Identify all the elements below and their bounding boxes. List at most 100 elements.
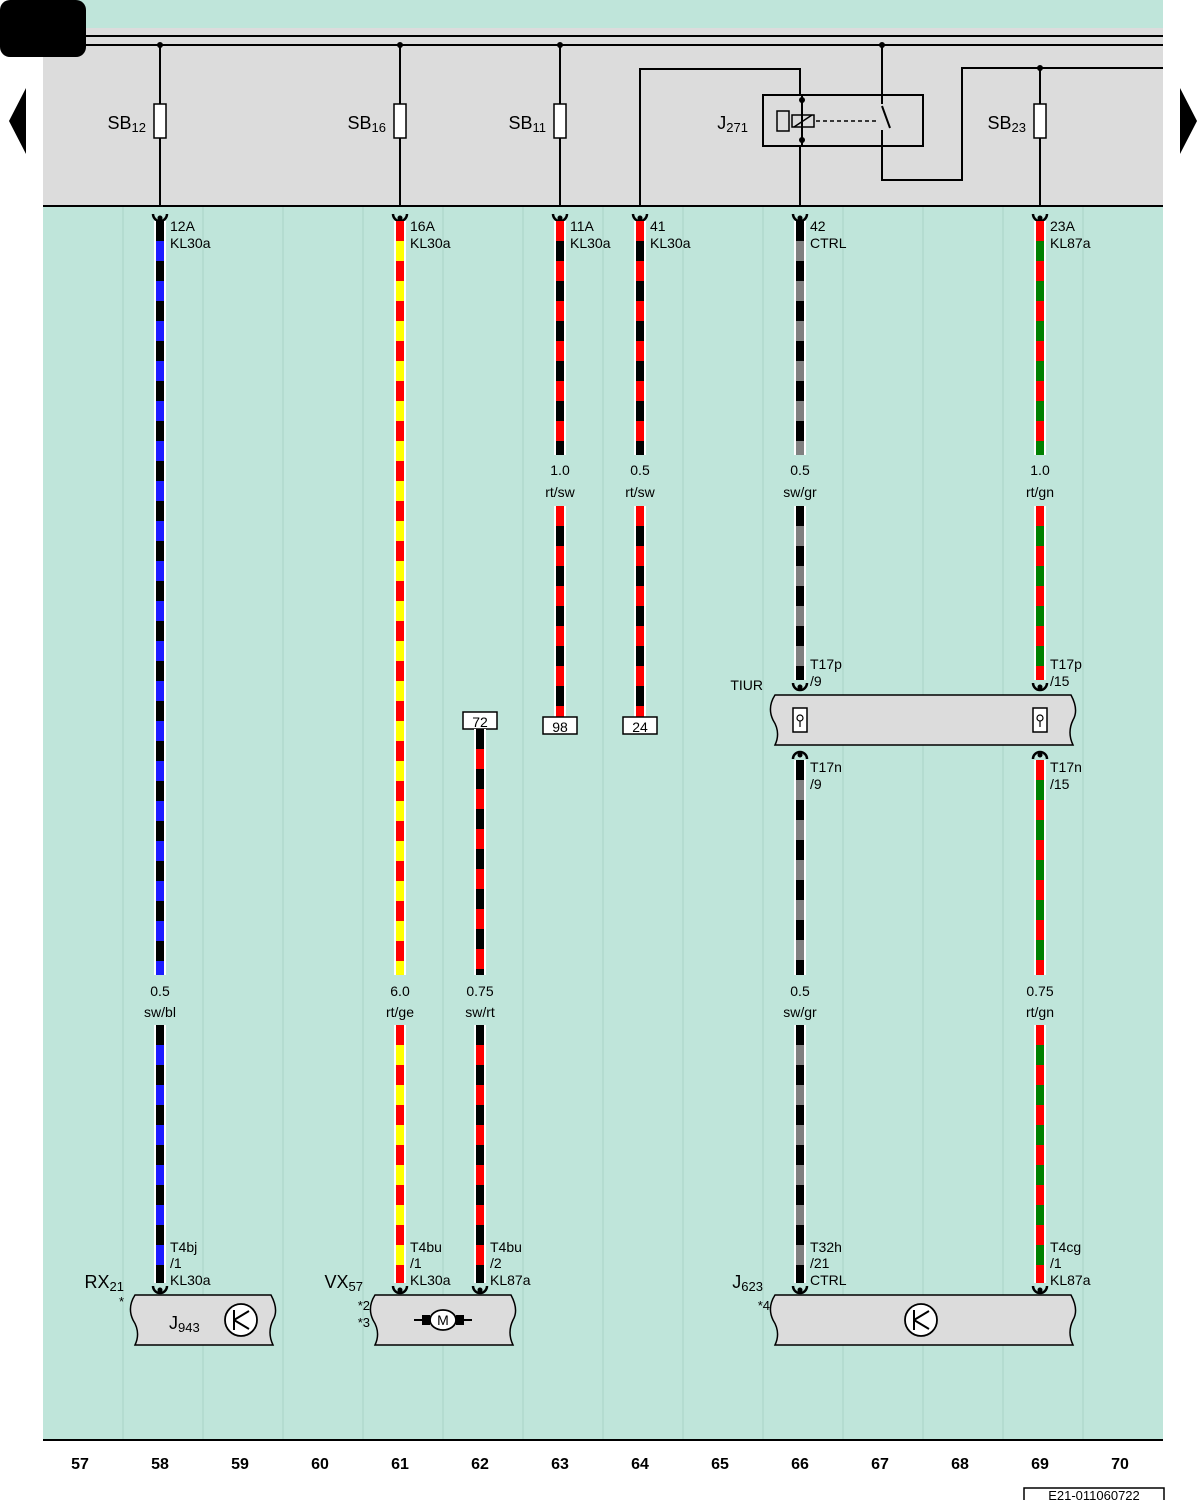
wire-stripe: [156, 441, 164, 461]
wire-stripe: [396, 1185, 404, 1205]
wire-stripe: [396, 761, 404, 781]
relay-terminal: [799, 97, 805, 103]
wire-color-w66-upper: sw/gr: [783, 484, 817, 500]
term-w58-bottom: KL30a: [170, 1272, 211, 1288]
wire-stripe: [636, 606, 644, 626]
relay-box: [762, 94, 924, 147]
connector-pin: [1037, 684, 1043, 690]
wire-stripe: [156, 701, 164, 721]
wire-stripe: [636, 401, 644, 421]
wire-stripe: [636, 506, 644, 526]
wire-segment-w61-lower: [394, 1025, 406, 1283]
wire-color-w61: rt/ge: [386, 1004, 414, 1020]
connector-cup: [391, 1285, 409, 1295]
wire-stripe: [396, 541, 404, 561]
wire-stripe: [396, 361, 404, 381]
triangle-right-icon[interactable]: [1180, 88, 1197, 154]
wire-stripe: [396, 601, 404, 621]
wire-stripe: [796, 800, 804, 820]
wire-stripe: [556, 606, 564, 626]
term-w62-bottom: KL87a: [490, 1272, 531, 1288]
wire-stripe: [476, 1105, 484, 1125]
wire-stripe: [396, 961, 404, 975]
wire-stripe: [1036, 586, 1044, 606]
wire-stripe: [556, 566, 564, 586]
wire-stripe: [396, 741, 404, 761]
wire-stripe: [396, 901, 404, 921]
wire-stripe: [1036, 1145, 1044, 1165]
connector-w66-bottom: [791, 1285, 809, 1295]
wire-stripe: [396, 781, 404, 801]
tiur-box: [769, 694, 1077, 746]
wire-segment-w62-lower: [474, 1025, 486, 1283]
wire-stripe: [796, 441, 804, 455]
triangle-left-icon[interactable]: [9, 88, 26, 154]
wire-stripe: [796, 760, 804, 780]
term-w66-bottom: CTRL: [810, 1272, 847, 1288]
wire-stripe: [476, 1025, 484, 1045]
wire-stripe: [556, 361, 564, 381]
column-number-68: 68: [951, 1456, 969, 1473]
wire-stripe: [556, 586, 564, 606]
wire-stripe: [396, 421, 404, 441]
wire-stripe: [1036, 1245, 1044, 1265]
wire-stripe: [636, 381, 644, 401]
fuse-label-sb23: SB23: [988, 113, 1026, 135]
connector-cup: [791, 1285, 809, 1295]
term-w61-top: KL30a: [410, 235, 451, 251]
wire-color-w62: sw/rt: [465, 1004, 495, 1020]
wire-stripe: [396, 661, 404, 681]
pin-w64-top: 41: [650, 218, 666, 234]
ecu-lead-lower: [913, 1319, 930, 1330]
wire-stripe: [796, 1065, 804, 1085]
wire-stripe: [556, 221, 564, 241]
wire-stripe: [156, 361, 164, 381]
column-number-70: 70: [1111, 1456, 1129, 1473]
wire-stripe: [796, 1085, 804, 1105]
wire-stripe: [476, 1265, 484, 1283]
doc-id-box: [1023, 1487, 1165, 1500]
wire-stripe: [396, 1145, 404, 1165]
wire-stripe: [1036, 800, 1044, 820]
wire-segment-w62-upper: [474, 729, 486, 975]
wire-stripe: [396, 461, 404, 481]
wire-stripe: [396, 261, 404, 281]
wire-stripe: [156, 1065, 164, 1085]
fuse-icon: [1033, 103, 1047, 139]
wire-stripe: [396, 481, 404, 501]
wire-stripe: [396, 241, 404, 261]
wire-stripe: [1036, 381, 1044, 401]
wire-stripe: [476, 829, 484, 849]
wire-stripe: [556, 546, 564, 566]
relay-contact: [881, 105, 891, 129]
wire-stripe: [156, 1245, 164, 1265]
wire-stripe: [556, 301, 564, 321]
wire-stripe: [396, 1025, 404, 1045]
connector-pin: [477, 1287, 483, 1293]
wire-stripe: [556, 626, 564, 646]
pin-w61-bottom: /1: [410, 1255, 422, 1271]
column-number-61: 61: [391, 1456, 409, 1473]
wire-stripe: [396, 1205, 404, 1225]
connector-w58-bottom: [151, 1285, 169, 1295]
connector-w66-tiur-upper: [791, 682, 809, 692]
wire-color-w66-lower: sw/gr: [783, 1004, 817, 1020]
wire-stripe: [636, 301, 644, 321]
connector-w62-bottom: [471, 1285, 489, 1295]
connector-pin: [157, 215, 163, 221]
wire-stripe: [156, 681, 164, 701]
connector-cup: [1031, 750, 1049, 760]
wire-stripe: [156, 1125, 164, 1145]
wire-stripe: [1036, 780, 1044, 800]
wire-stripe: [156, 481, 164, 501]
wire-size-w61: 6.0: [390, 983, 410, 999]
wire-stripe: [636, 566, 644, 586]
fuse-icon: [153, 103, 167, 139]
wire-stripe: [156, 661, 164, 681]
wire-stripe: [1036, 1065, 1044, 1085]
doc-id: E21-011060722: [1048, 1488, 1140, 1500]
pin-w69-lower: /15: [1050, 776, 1070, 792]
wire-stripe: [796, 221, 804, 241]
